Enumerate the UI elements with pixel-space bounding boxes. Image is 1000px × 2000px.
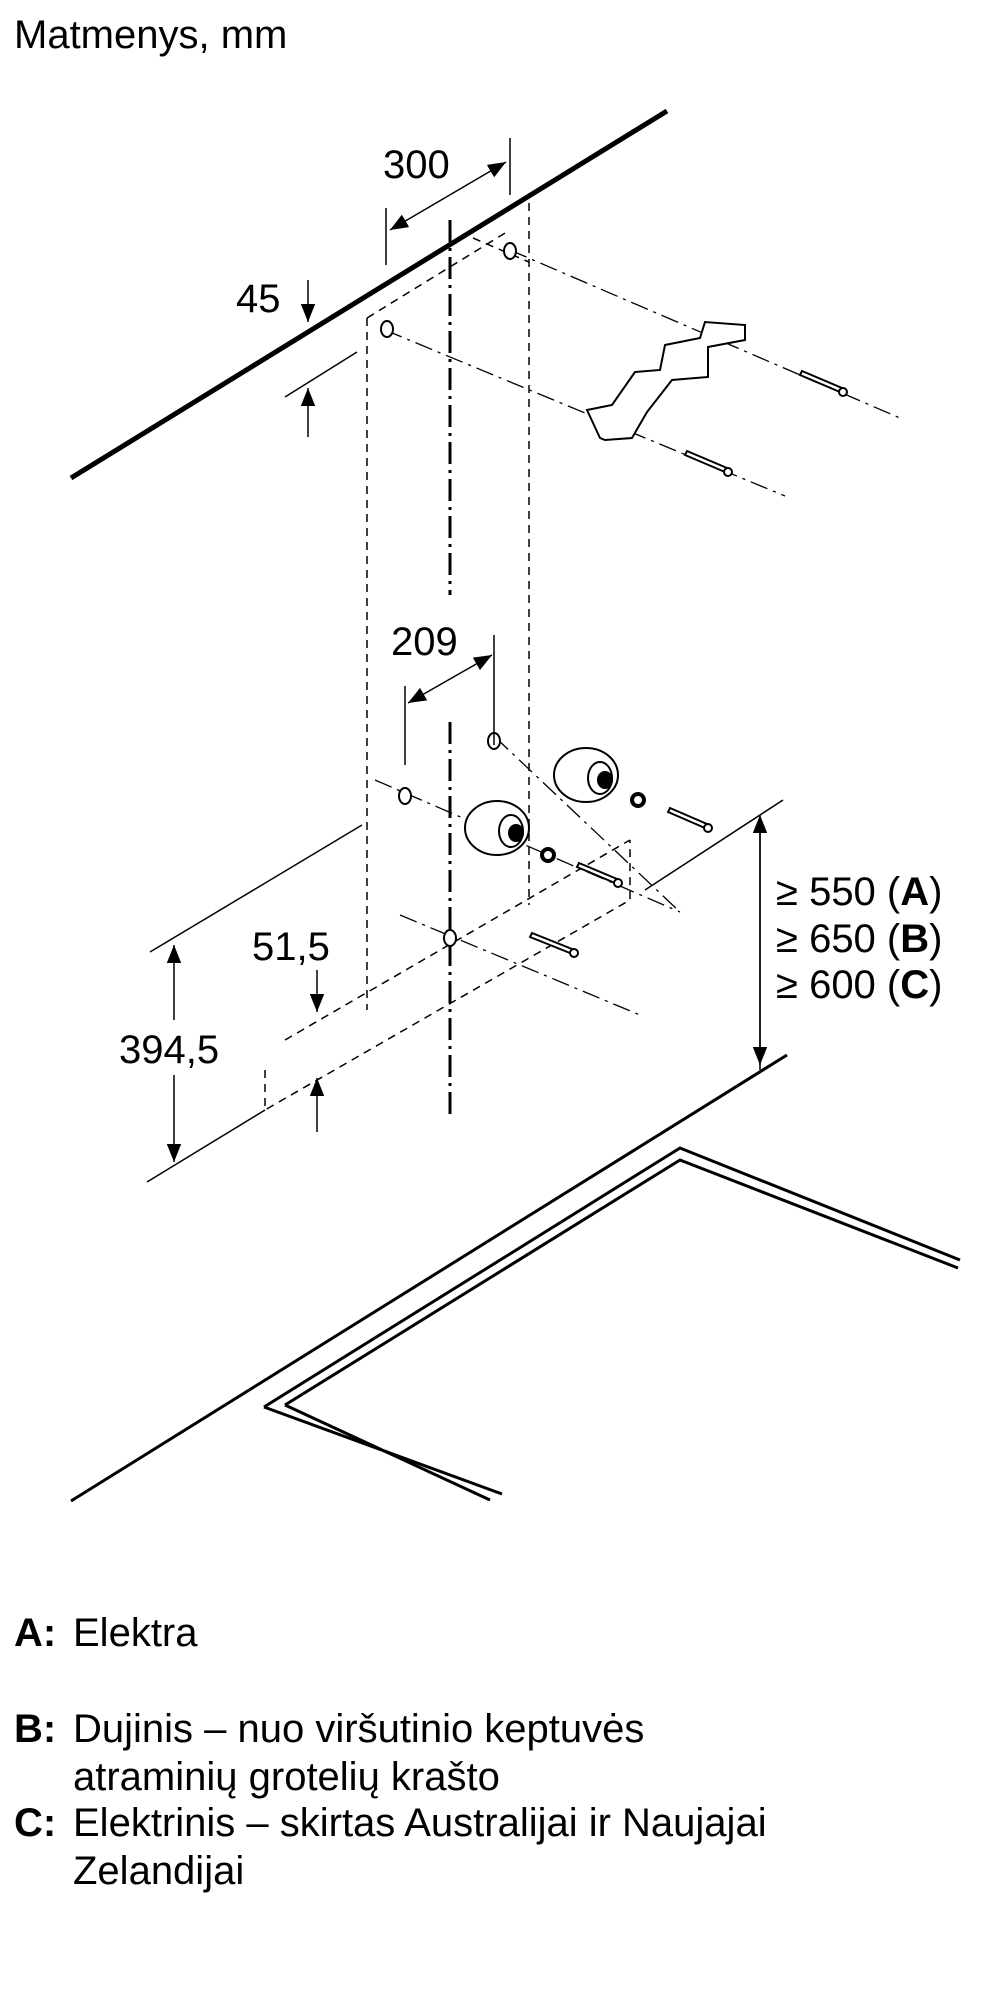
dimension-300: [385, 138, 511, 265]
dimension-clearance: [644, 799, 784, 1070]
dimension-394-5-label: 394,5: [119, 1028, 219, 1072]
screws: [528, 369, 848, 958]
dimension-209-label: 209: [391, 620, 458, 664]
legend-item-b: B: Dujinis – nuo viršutinio keptuvės atra…: [14, 1705, 773, 1801]
hob-outline: [70, 1053, 961, 1503]
chimney-outline: [264, 203, 631, 1112]
legend-text: Dujinis – nuo viršutinio keptuvės atrami…: [73, 1707, 645, 1799]
dimension-51-5-label: 51,5: [252, 925, 330, 969]
dimension-45: [284, 280, 358, 437]
drawing-title: Matmenys, mm: [14, 13, 287, 57]
legend-item-a: A: Elektra: [14, 1609, 973, 1657]
dimension-394-5: [146, 824, 363, 1183]
clearance-b: ≥ 650 (B): [776, 917, 942, 961]
legend-text: Elektra: [73, 1611, 198, 1655]
ceiling-line: [69, 108, 669, 481]
legend-key: A:: [14, 1611, 57, 1655]
clearance-c: ≥ 600 (C): [776, 963, 942, 1007]
dimension-300-label: 300: [383, 143, 450, 187]
clearance-a: ≥ 550 (A): [776, 870, 942, 914]
legend-text: Elektrinis – skirtas Australijai ir Nauj…: [73, 1801, 767, 1893]
legend-key: B:: [14, 1707, 57, 1751]
wall-bracket: [585, 320, 746, 442]
wall-plugs: [464, 747, 646, 863]
dimension-45-label: 45: [236, 277, 281, 321]
legend-key: C:: [14, 1801, 57, 1845]
dimension-209: [404, 635, 495, 765]
legend-item-c: C: Elektrinis – skirtas Australijai ir Na…: [14, 1799, 933, 1895]
